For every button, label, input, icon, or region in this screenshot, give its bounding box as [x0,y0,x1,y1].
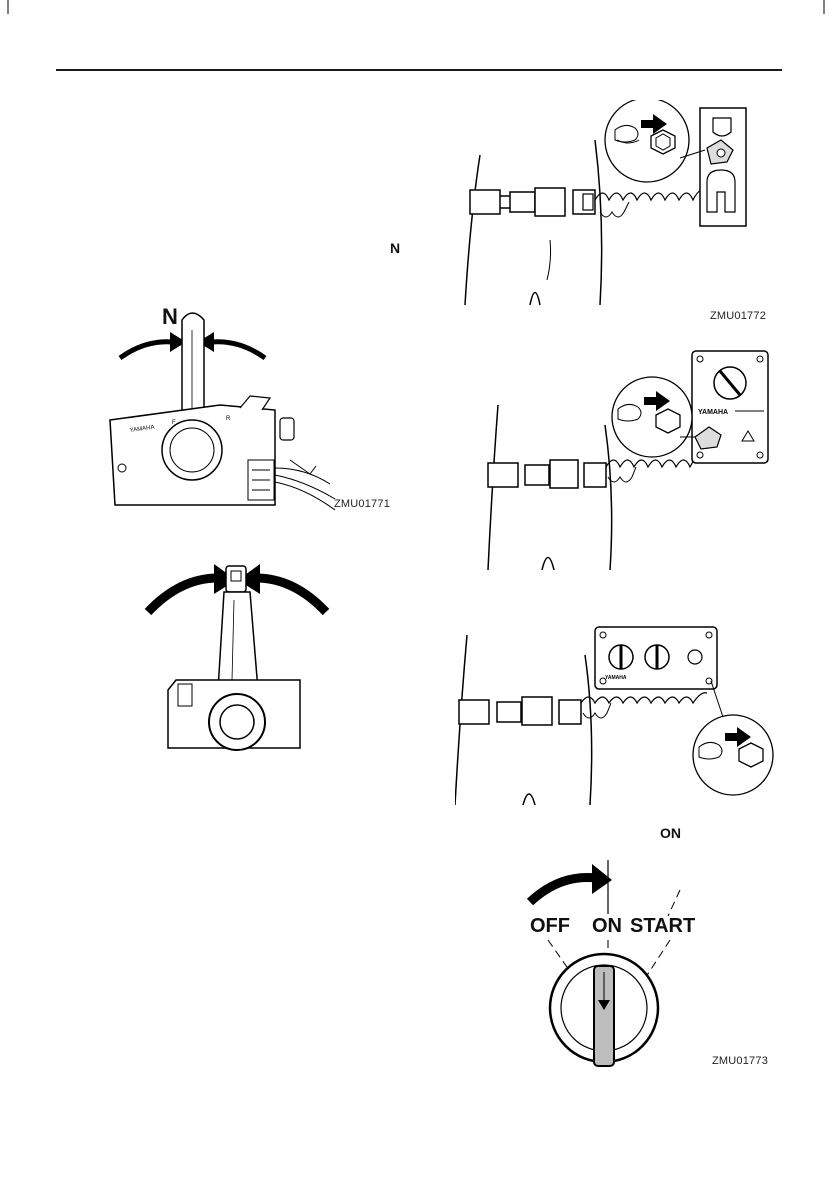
lanyard-tiller-illustration [455,100,775,310]
binnacle-lever-figure [140,560,340,760]
dual-panel-brand: YAMAHA [605,675,627,681]
remote-control-lever-illustration: YAMAHA F R [100,300,400,530]
switch-position-off: OFF [530,915,570,938]
lanyard-dual-panel-illustration: YAMAHA [455,615,775,815]
lanyard-single-panel-illustration: YAMAHA [480,345,780,575]
lanyard-dual-panel-figure: YAMAHA [455,615,775,815]
crop-mark-left [0,0,20,20]
header-rule [56,69,782,71]
panel-brand: YAMAHA [698,409,728,416]
main-switch-figure [520,860,720,1075]
binnacle-lever-illustration [140,560,340,760]
main-switch-illustration [520,860,720,1075]
inline-on-label: ON [660,825,681,841]
svg-text:F: F [172,420,176,426]
svg-text:R: R [226,416,231,422]
switch-position-start: START [630,915,695,938]
lanyard-single-panel-figure: YAMAHA [480,345,780,575]
switch-position-on: ON [592,915,622,938]
figure-code-zmu01772: ZMU01772 [710,310,766,322]
figure-code-zmu01773: ZMU01773 [712,1055,768,1067]
crop-mark-right [812,0,838,20]
lever-neutral-label: N [162,304,178,330]
inline-neutral-label: N [390,240,400,256]
remote-control-lever-figure: YAMAHA F R [100,300,400,530]
lanyard-tiller-figure [455,100,775,310]
figure-code-zmu01771: ZMU01771 [334,498,390,510]
